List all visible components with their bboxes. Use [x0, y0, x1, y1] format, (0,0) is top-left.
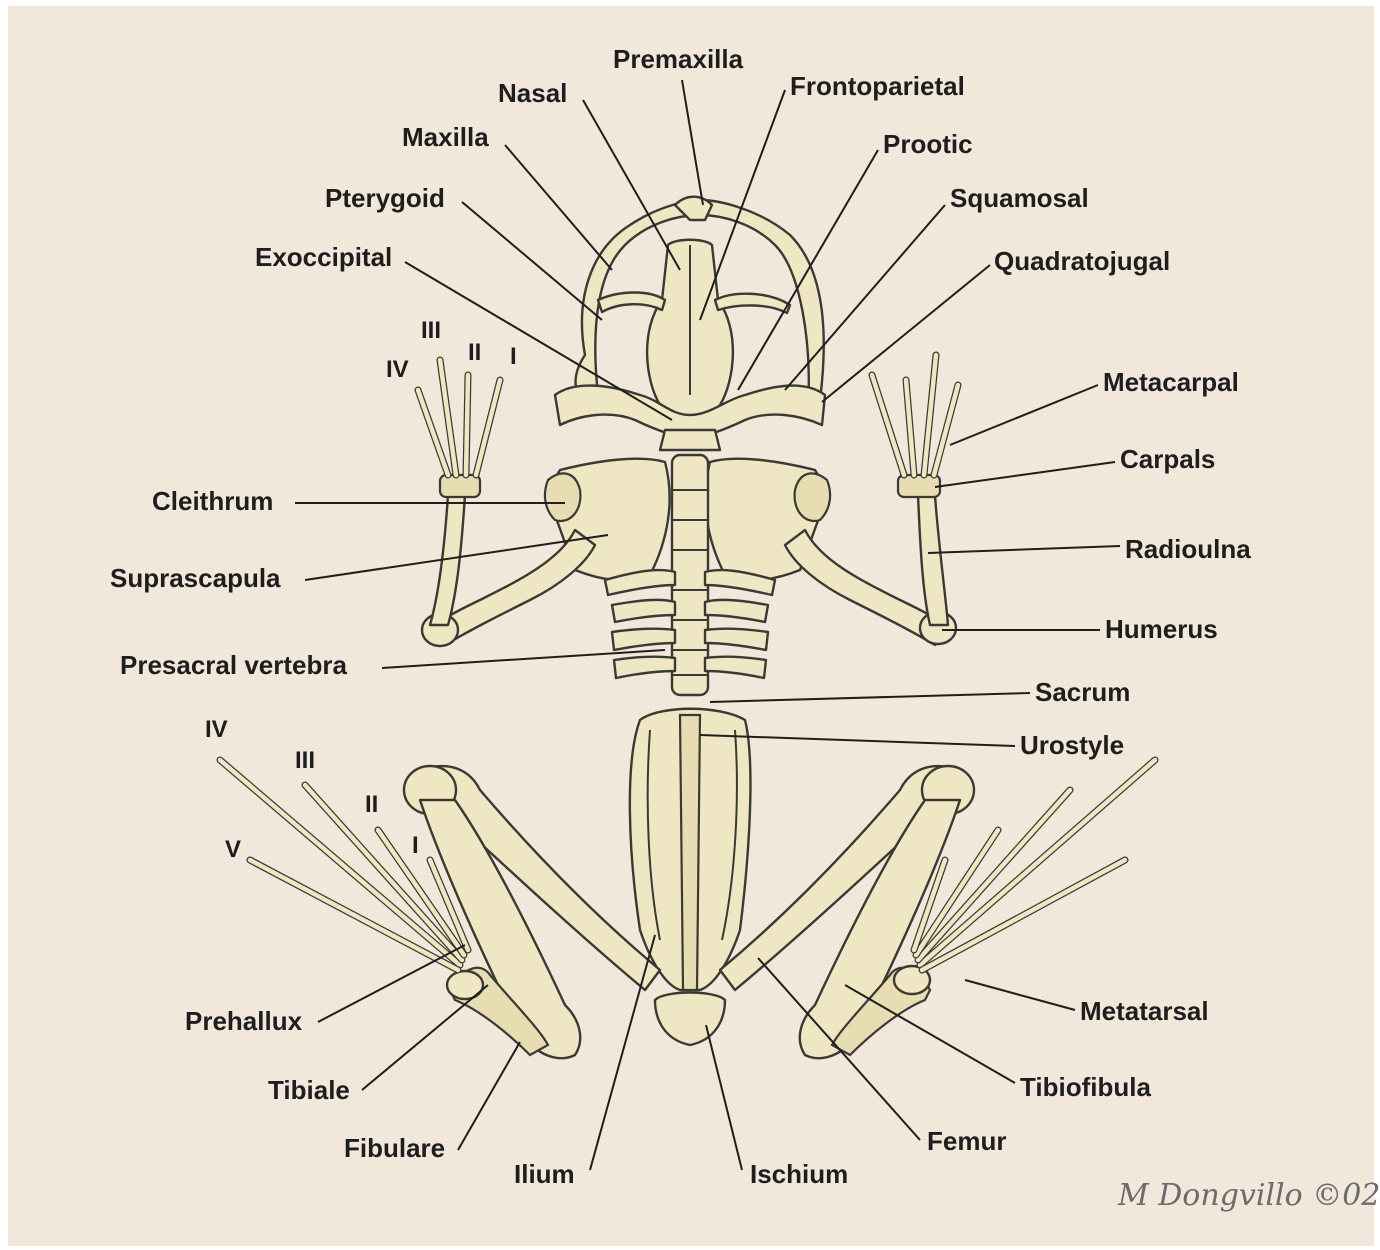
left-cleithrum-bone	[545, 473, 581, 521]
label-ischium: Ischium	[750, 1159, 848, 1189]
label-pterygoid: Pterygoid	[325, 183, 445, 213]
hindlimb-digit-ii: II	[365, 791, 378, 818]
label-carpals: Carpals	[1120, 444, 1215, 474]
urostyle-bone	[680, 715, 700, 990]
label-prootic: Prootic	[883, 129, 973, 159]
forelimb-digit-iv: IV	[386, 356, 409, 383]
label-cleithrum: Cleithrum	[152, 486, 273, 516]
label-prehallux: Prehallux	[185, 1006, 303, 1036]
label-tibiofibula: Tibiofibula	[1020, 1072, 1151, 1102]
right-cleithrum-bone	[795, 473, 831, 521]
label-humerus: Humerus	[1105, 614, 1218, 644]
label-presacral-vertebra: Presacral vertebra	[120, 650, 347, 680]
leader-metacarpal	[950, 385, 1098, 445]
label-maxilla: Maxilla	[402, 122, 489, 152]
frog-skeleton-illustration	[220, 197, 1155, 1058]
leader-prehallux	[318, 945, 465, 1022]
label-suprascapula: Suprascapula	[110, 563, 281, 593]
label-premaxilla: Premaxilla	[613, 44, 744, 74]
skull-left-strut	[598, 293, 665, 313]
label-tibiale: Tibiale	[268, 1075, 350, 1105]
hindlimb-digit-v: V	[225, 836, 241, 863]
leader-tibiale	[362, 985, 488, 1090]
forelimb-digit-ii: II	[468, 339, 481, 366]
artist-signature: M Dongvillo ©02	[1117, 1178, 1380, 1213]
hindlimb-digit-iii: III	[295, 747, 315, 774]
leader-premaxilla	[682, 80, 703, 205]
leader-radioulna	[928, 546, 1120, 553]
label-radioulna: Radioulna	[1125, 534, 1251, 564]
hindlimb-digit-i: I	[412, 832, 419, 859]
skull-right-strut	[715, 294, 790, 313]
label-ilium: Ilium	[514, 1159, 575, 1189]
leader-nasal	[583, 100, 680, 270]
label-metacarpal: Metacarpal	[1103, 367, 1239, 397]
atlas-vertebra	[660, 430, 720, 450]
label-frontoparietal: Frontoparietal	[790, 71, 965, 101]
label-nasal: Nasal	[498, 78, 567, 108]
label-metatarsal: Metatarsal	[1080, 996, 1209, 1026]
hindlimb-digit-iv: IV	[205, 716, 228, 743]
label-sacrum: Sacrum	[1035, 677, 1130, 707]
forelimb-digit-iii: III	[421, 317, 441, 344]
label-urostyle: Urostyle	[1020, 730, 1124, 760]
leader-pterygoid	[462, 202, 602, 320]
label-squamosal: Squamosal	[950, 183, 1089, 213]
pelvis-ischium	[655, 993, 725, 1046]
label-fibulare: Fibulare	[344, 1133, 445, 1163]
leader-carpals	[935, 462, 1115, 487]
leader-ischium	[706, 1025, 742, 1170]
forelimb-digit-i: I	[510, 343, 517, 370]
label-femur: Femur	[927, 1126, 1006, 1156]
forelimb-digit-numerals: IV III II I	[386, 317, 517, 383]
leader-sacrum	[710, 693, 1030, 702]
leader-fibulare	[458, 1042, 520, 1150]
label-exoccipital: Exoccipital	[255, 242, 392, 272]
leader-metatarsal	[965, 980, 1075, 1010]
label-quadratojugal: Quadratojugal	[994, 246, 1170, 276]
